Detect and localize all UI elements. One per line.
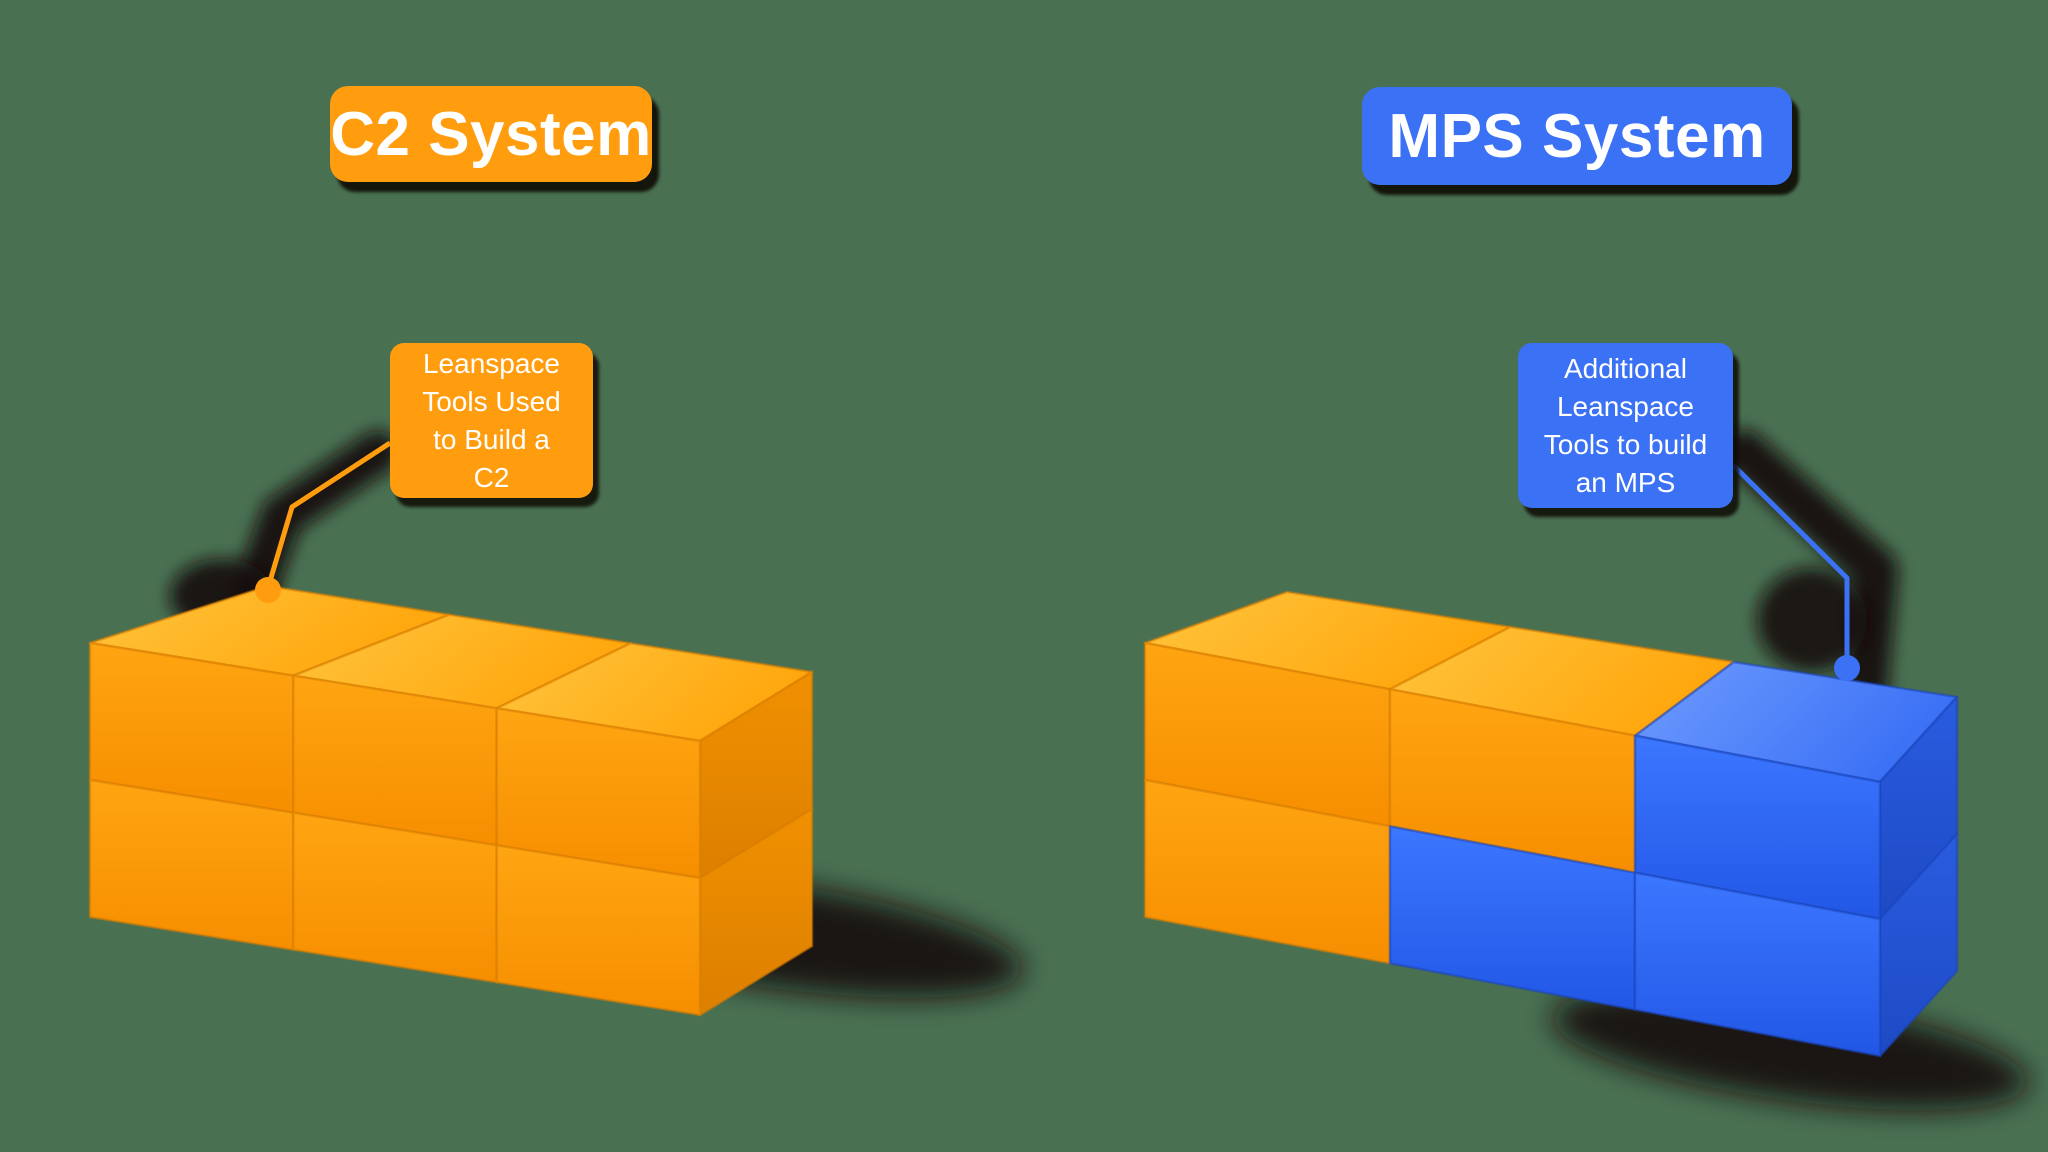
c2-callout-box: Leanspace Tools Used to Build a C2: [390, 343, 593, 498]
c2-blocks: [88, 584, 814, 1017]
mps-callout-line: Leanspace: [1556, 390, 1694, 422]
mps-blocks: [1143, 590, 1959, 1058]
c2-callout-line: C2: [473, 461, 510, 493]
right-connector-shadow: [1722, 430, 1898, 710]
c2-system-title: C2 System: [330, 99, 652, 169]
right-structure-ground-shadow: [1552, 990, 2028, 1110]
c2-connector-dot: [255, 577, 281, 603]
mps-system-title: MPS System: [1388, 101, 1766, 171]
mps-callout-line: Tools to build: [1543, 428, 1708, 460]
mps-callout-line: an MPS: [1575, 466, 1676, 498]
c2-callout-line: Tools Used: [422, 385, 561, 417]
block-front-face-c2-r2c3: [495, 844, 702, 1017]
c2-callout-line: Leanspace: [422, 347, 560, 379]
right-connector-shadow-blob: [1757, 568, 1867, 672]
mps-callout-line: Additional: [1564, 352, 1687, 384]
c2-callout-connector-line: [265, 440, 392, 589]
mps-callout-box: Additional Leanspace Tools to build an M…: [1518, 343, 1733, 508]
block-front-face-mps-r2c3: [1633, 871, 1882, 1058]
mps-system-title-badge: MPS System: [1362, 87, 1792, 185]
c2-callout-line: to Build a: [433, 423, 550, 455]
mps-connector-dot: [1834, 655, 1860, 681]
mps-callout-connector-line: [1731, 463, 1850, 665]
c2-system-title-badge: C2 System: [330, 86, 652, 182]
